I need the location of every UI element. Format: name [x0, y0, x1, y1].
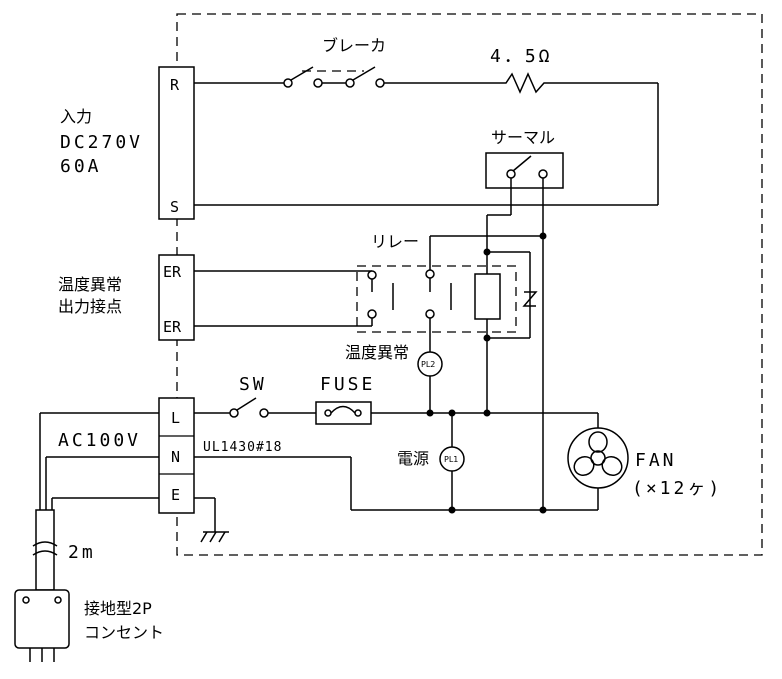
- fan-label-1: FAN: [635, 450, 677, 471]
- temp-alarm-label-1: 温度異常: [58, 275, 122, 294]
- thermal-switch: [485, 152, 564, 189]
- relay-box: [356, 265, 517, 333]
- terminal-s: S: [170, 198, 179, 216]
- terminal-l: L: [171, 409, 180, 427]
- input-label-3: 60A: [60, 156, 102, 177]
- relay-label: リレー: [371, 232, 419, 251]
- plug-label-2: コンセント: [84, 623, 164, 642]
- fan-label-2: (×12ヶ): [632, 478, 722, 499]
- surge-diode: [522, 291, 538, 307]
- pl1-text: PL1: [444, 455, 458, 464]
- terminal-r: R: [170, 76, 180, 94]
- pl2-caption: 温度異常: [345, 343, 409, 362]
- er-terminal-block: [158, 254, 195, 341]
- sw-label: SW: [239, 374, 267, 395]
- power-cord: [35, 509, 55, 591]
- temp-alarm-label-2: 出力接点: [58, 297, 122, 316]
- terminal-e: E: [171, 486, 180, 504]
- pl2-text: PL2: [421, 360, 435, 369]
- ground-symbol: [200, 531, 229, 543]
- dc-terminal-block: [158, 66, 195, 220]
- fuse-label: FUSE: [320, 374, 375, 395]
- resistor: [495, 72, 555, 94]
- breaker-label: ブレーカ: [322, 36, 386, 55]
- terminal-er-2: ER: [163, 318, 182, 336]
- thermal-label: サーマル: [491, 128, 555, 147]
- ac-terminal-block: [158, 397, 195, 514]
- cord-length-label: 2m: [68, 542, 96, 563]
- relay-coil: [474, 273, 501, 320]
- cable-label: UL1430#18: [203, 440, 282, 455]
- terminal-n: N: [171, 448, 180, 466]
- enclosure-boundary: [176, 13, 763, 556]
- input-label-1: 入力: [60, 107, 92, 126]
- fan-icon: [567, 427, 629, 489]
- power-caption: 電源: [397, 449, 429, 468]
- ac100v-label: AC100V: [58, 430, 141, 451]
- terminal-er-1: ER: [163, 263, 182, 281]
- plug-label-1: 接地型2P: [84, 599, 152, 618]
- resistor-label: 4．5Ω: [490, 46, 553, 67]
- input-label-2: DC270V: [60, 132, 143, 153]
